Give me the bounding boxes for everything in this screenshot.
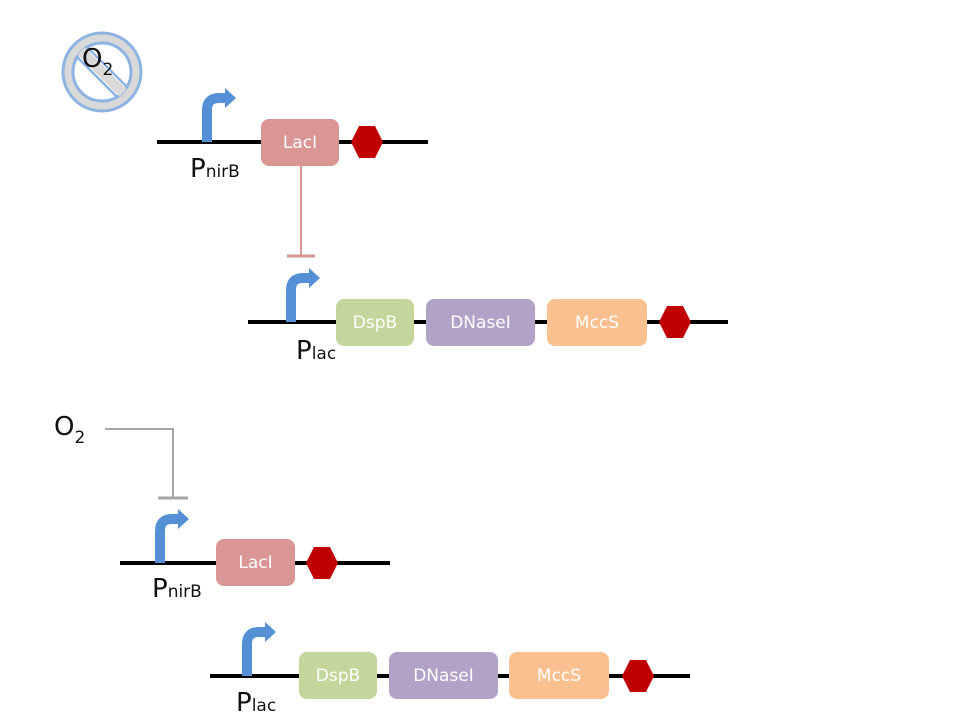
promoter-arrow-icon	[286, 268, 320, 322]
promoter-label-pnirb: PnirB	[190, 154, 240, 184]
promoter-arrow-icon	[202, 88, 236, 142]
gene-laci: LacI	[261, 119, 339, 166]
terminator-icon	[306, 547, 338, 579]
gene-dspb: DspB	[299, 652, 377, 699]
gene-mccs: MccS	[547, 299, 647, 346]
o2-sub: 2	[102, 60, 114, 80]
repression-arrow-oxygen	[105, 428, 188, 500]
gene-dnasei: DNaseI	[426, 299, 535, 346]
promoter-arrow-icon	[155, 509, 189, 563]
repression-arrow-laci	[287, 166, 315, 258]
gene-laci: LacI	[216, 539, 295, 586]
no-oxygen-label: O2	[82, 44, 113, 80]
terminator-icon	[659, 306, 691, 338]
gene-dnasei: DNaseI	[389, 652, 498, 699]
terminator-icon	[351, 126, 383, 158]
promoter-label-pnirb: PnirB	[152, 574, 202, 604]
oxygen-label: O2	[54, 412, 86, 448]
promoter-arrow-icon	[242, 622, 276, 676]
no-oxygen-symbol	[61, 31, 143, 113]
promoter-label-plac: Plac	[296, 336, 337, 366]
no-oxygen-icon: O2	[60, 30, 144, 114]
o2-main: O	[82, 44, 103, 74]
promoter-label-plac: Plac	[236, 688, 277, 718]
terminator-icon	[622, 660, 654, 692]
gene-mccs: MccS	[509, 652, 609, 699]
gene-dspb: DspB	[336, 299, 414, 346]
